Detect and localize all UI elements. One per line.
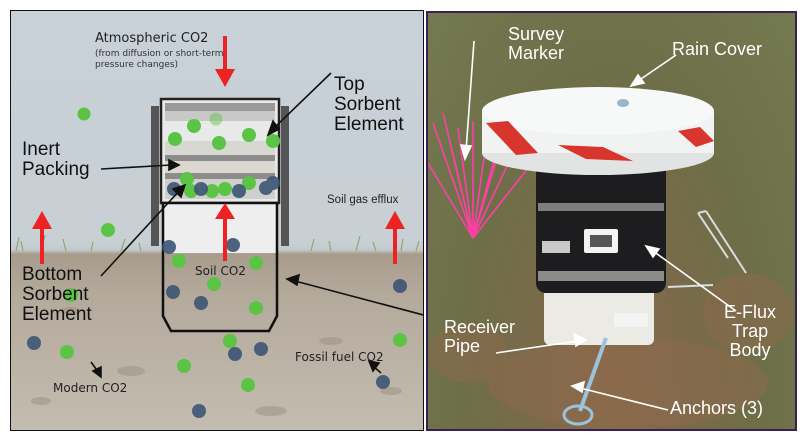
label-leader-lines — [90, 72, 423, 379]
co2-flow-arrows — [32, 36, 405, 264]
eflux-trap-photo — [482, 87, 714, 426]
receiver-pipe-photo — [544, 285, 654, 345]
schematic-drawing — [15, 36, 423, 418]
atmospheric-down-arrow — [215, 36, 235, 87]
inert-packing-label: Inert Packing — [22, 139, 90, 180]
soil-up-arrow-center — [215, 203, 235, 261]
eflux-trap-body-label: E-Flux Trap Body — [724, 302, 777, 360]
bottom-sorbent-element-label: Bottom Sorbent Element — [22, 264, 92, 325]
soil-efflux-arrow-left — [32, 211, 52, 264]
anchor-rod — [578, 337, 608, 412]
cover-stripe — [678, 127, 714, 147]
atmospheric-co2-note: (from diffusion or short-term pressure c… — [95, 49, 224, 71]
receiver-pipe-label: Receiver Pipe — [444, 317, 516, 356]
survey-marker-label: Survey Marker — [508, 24, 565, 63]
inert-packing-layer — [165, 161, 275, 173]
field-photo-panel: Survey Marker Rain Cover Receiver Pipe E… — [426, 11, 797, 431]
atmospheric-co2-label: Atmospheric CO2 — [95, 31, 209, 46]
soil-co2-label: Soil CO2 — [195, 264, 246, 278]
field-photo-drawing — [428, 40, 793, 428]
modern-co2-particles — [60, 107, 407, 392]
anchors-label: Anchors (3) — [670, 398, 764, 418]
soil-texture — [31, 307, 402, 416]
top-sorbent-element-label: Top Sorbent Element — [334, 74, 404, 135]
cover-stripe — [486, 121, 538, 155]
trap-side-clamp-left — [151, 106, 159, 246]
trap-body-photo — [536, 153, 666, 293]
rain-cover-label: Rain Cover — [672, 39, 763, 59]
soil-efflux-arrow-right — [385, 211, 405, 264]
trap-side-clamp-right — [281, 106, 289, 246]
soil-co2-schematic-panel: Atmospheric CO2 (from diffusion or short… — [10, 10, 424, 431]
fossil-fuel-co2-label: Fossil fuel CO2 — [295, 350, 384, 364]
modern-co2-label: Modern CO2 — [53, 381, 128, 395]
cover-stripe — [558, 145, 633, 161]
photo-leader-lines — [459, 40, 737, 411]
anchor-eye — [562, 404, 594, 426]
soil-patches — [428, 273, 793, 428]
survey-marker-flag — [428, 112, 529, 239]
soil-gas-efflux-label: Soil gas efflux — [327, 194, 399, 206]
